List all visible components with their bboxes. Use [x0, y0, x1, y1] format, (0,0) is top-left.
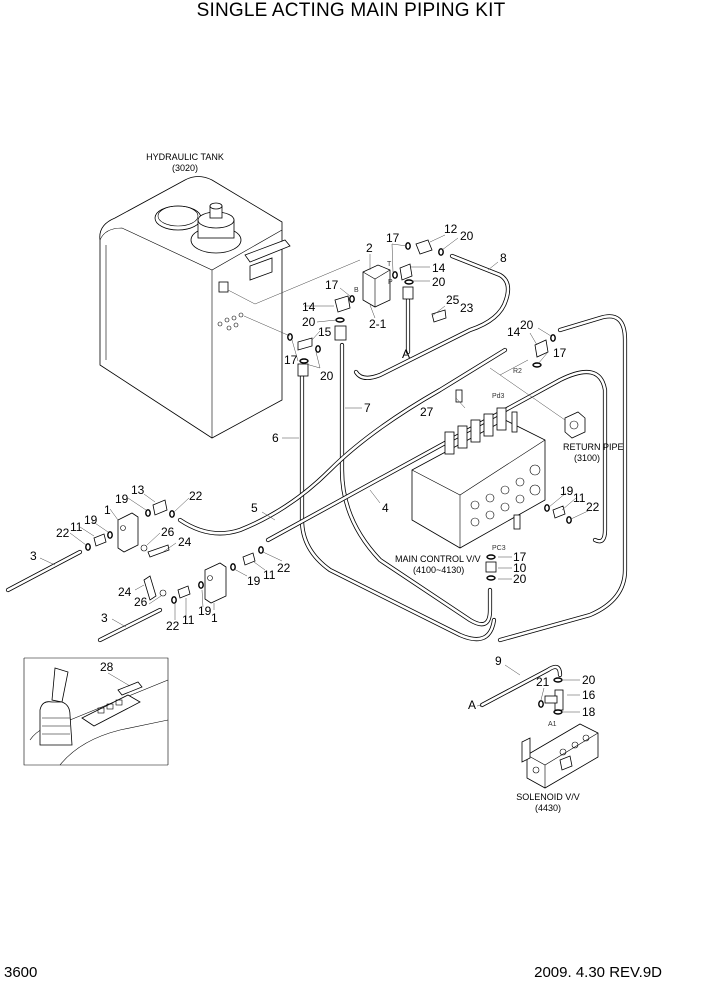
solenoid-valve-ref: (4430): [535, 803, 561, 813]
callout-10: 10: [513, 561, 527, 575]
callout-14: 14: [302, 300, 316, 314]
valve-block-2: T P B: [354, 261, 393, 308]
callout-20: 20: [432, 275, 446, 289]
page-number: 3600: [4, 964, 38, 981]
callout-22: 22: [166, 619, 180, 633]
hydraulic-tank: HYDRAULIC TANK (3020): [99, 152, 361, 439]
callout-22: 22: [277, 561, 291, 575]
callout-20: 20: [460, 229, 474, 243]
port-pd3-label: Pd3: [492, 393, 505, 400]
callout-17: 17: [386, 231, 400, 245]
callout-11: 11: [573, 491, 586, 505]
callout-13: 13: [131, 483, 145, 497]
callout-16: 16: [582, 688, 596, 702]
hoses: [5, 253, 628, 708]
callout-17: 17: [284, 353, 298, 367]
callout-2-1: 2-1: [369, 317, 387, 331]
callout-11: 11: [70, 520, 83, 534]
callout-2: 2: [366, 241, 373, 255]
callout-28: 28: [100, 660, 114, 674]
callout-26: 26: [161, 525, 175, 539]
cab-inset: [23, 657, 169, 766]
callout-20: 20: [320, 369, 334, 383]
callout-1: 1: [211, 611, 218, 625]
callout-23: 23: [460, 301, 474, 315]
solenoid-valve: A1 SOLENOID V/V (4430): [516, 689, 599, 813]
callout-21: 21: [536, 675, 550, 689]
callout-numbers: 2 17 12 20 14 20 8 17 14 20 15 2-1 25 23…: [30, 222, 600, 719]
callout-22: 22: [56, 526, 70, 540]
callout-20: 20: [520, 318, 534, 332]
callout-17: 17: [513, 550, 527, 564]
revision-date: 2009. 4.30 REV.9D: [534, 964, 662, 981]
solenoid-valve-label: SOLENOID V/V: [516, 792, 580, 802]
port-r2-label: R2: [513, 368, 522, 375]
callout-19: 19: [247, 574, 261, 588]
main-control-valve-ref: (4100~4130): [413, 565, 464, 575]
callout-5: 5: [251, 501, 258, 515]
callout-14: 14: [507, 325, 521, 339]
callout-25: 25: [446, 293, 460, 307]
callout-27: 27: [420, 405, 434, 419]
bracket-1-lower: [204, 562, 227, 604]
port-b-label: B: [354, 287, 359, 294]
callout-1: 1: [104, 503, 111, 517]
callout-17: 17: [325, 278, 339, 292]
callout-12: 12: [444, 222, 458, 236]
callout-19: 19: [198, 604, 212, 618]
callout-11: 11: [263, 568, 276, 582]
port-a1-label: A1: [548, 721, 557, 728]
port-p-label: P: [388, 279, 393, 286]
callout-24: 24: [118, 585, 132, 599]
bracket-1-upper: [117, 512, 139, 553]
callout-22: 22: [586, 500, 600, 514]
main-control-valve: R2 Pd3 PC3 RETURN PIPE (3100) MAIN CONTR…: [395, 359, 624, 575]
return-pipe-ref: (3100): [574, 453, 600, 463]
callout-9: 9: [495, 654, 502, 668]
callout-11: 11: [182, 613, 195, 627]
return-pipe-label: RETURN PIPE: [563, 442, 624, 452]
hydraulic-tank-ref: (3020): [172, 163, 198, 173]
callout-15: 15: [318, 325, 332, 339]
callout-3: 3: [101, 611, 108, 625]
callout-20: 20: [302, 315, 316, 329]
callout-18: 18: [582, 705, 596, 719]
port-t-label: T: [387, 261, 392, 268]
callout-leaders: [39, 234, 591, 713]
main-control-valve-label: MAIN CONTROL V/V: [395, 554, 481, 564]
callout-19: 19: [115, 492, 129, 506]
callout-6: 6: [272, 431, 279, 445]
callout-4: 4: [382, 501, 389, 515]
hose-a-bottom-label: A: [468, 698, 476, 712]
hose-a-top-label: A: [402, 347, 410, 361]
callout-26: 26: [134, 595, 148, 609]
callout-24: 24: [178, 535, 192, 549]
callout-20: 20: [513, 572, 527, 586]
page-title: SINGLE ACTING MAIN PIPING KIT: [196, 0, 506, 21]
callout-20: 20: [582, 673, 596, 687]
callout-3: 3: [30, 549, 37, 563]
hydraulic-tank-label: HYDRAULIC TANK: [146, 152, 224, 162]
callout-17: 17: [553, 346, 567, 360]
callout-7: 7: [364, 401, 371, 415]
callout-19: 19: [560, 484, 574, 498]
callout-22: 22: [189, 489, 203, 503]
callout-8: 8: [500, 251, 507, 265]
port-pc3-label: PC3: [492, 545, 506, 552]
callout-14: 14: [432, 261, 446, 275]
callout-19: 19: [84, 513, 98, 527]
